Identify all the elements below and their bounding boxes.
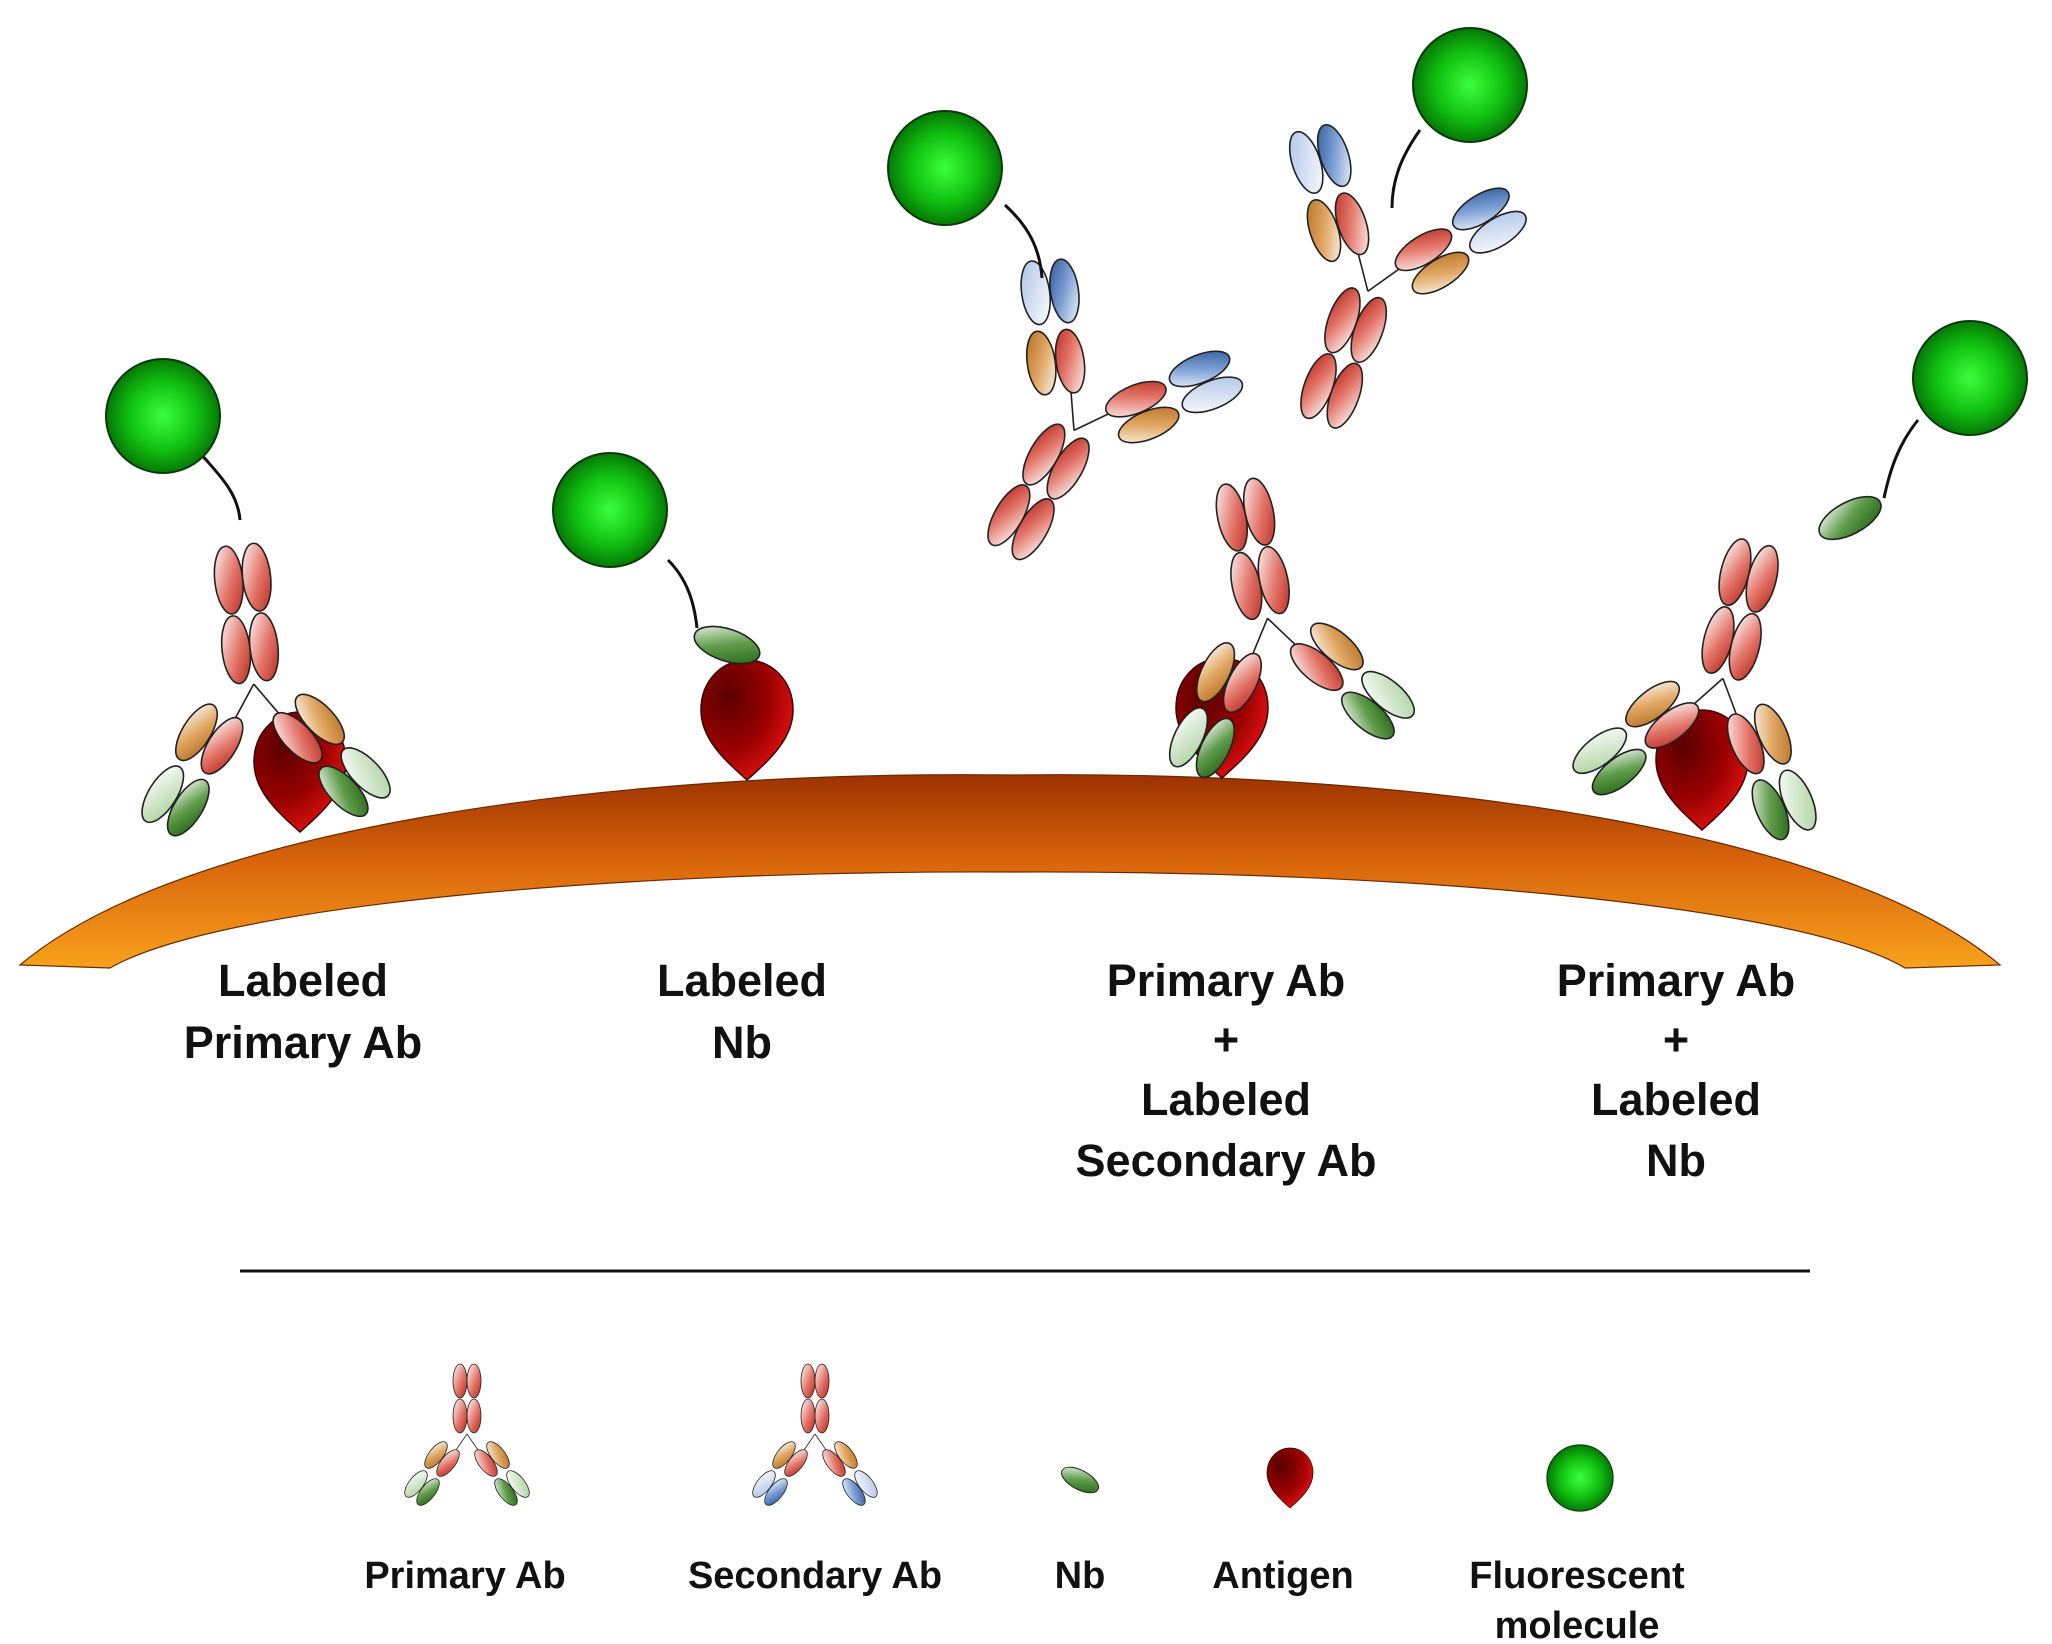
antigen-shape	[700, 659, 794, 781]
nanobody-icon	[1057, 1461, 1103, 1499]
secondary-antibody-icon	[748, 1363, 882, 1510]
fluorophore-linker	[666, 558, 699, 629]
fluorescent-molecule-icon	[1546, 1444, 1614, 1512]
secondary-antibody	[888, 233, 1265, 619]
panel-primary-plus-labeled-secondary	[887, 27, 1545, 794]
panel-label-primary-plus-nb: Primary Ab	[1557, 955, 1795, 1006]
nanobody-shape	[1811, 487, 1889, 549]
panel-label-primary-plus-nb: +	[1663, 1014, 1689, 1065]
panel-label-primary-plus-secondary: Secondary Ab	[1076, 1135, 1377, 1186]
fluorophore-linker	[1882, 419, 1920, 499]
panel-label-primary-plus-secondary: Labeled	[1141, 1074, 1311, 1125]
fluorophore-linker	[1003, 203, 1044, 279]
panel-label-labeled-primary-ab: Primary Ab	[184, 1017, 422, 1068]
legend-label-primary-ab: Primary Ab	[364, 1555, 565, 1597]
cell-surface	[18, 774, 2002, 969]
secondary-antibody	[1194, 104, 1545, 470]
primary-antibody	[1107, 452, 1430, 794]
fluorescent-molecule-icon	[552, 452, 668, 568]
legend-label-molecule: molecule	[1495, 1605, 1660, 1644]
legend-label-nb: Nb	[1055, 1555, 1106, 1597]
legend-item-primary-ab: Primary Ab	[364, 1363, 566, 1597]
fluorescent-molecule-icon	[105, 358, 221, 474]
legend-label-antigen: Antigen	[1212, 1555, 1353, 1597]
fluorescent-molecule-icon	[887, 110, 1003, 226]
panel-labeled-primary-ab	[105, 358, 403, 848]
panel-primary-plus-labeled-nb	[1557, 320, 2028, 857]
panel-label-labeled-nb: Nb	[712, 1017, 772, 1068]
primary-antibody-icon	[400, 1363, 534, 1510]
panel-label-labeled-primary-ab: Labeled	[218, 955, 388, 1006]
legend-item-antigen: Antigen	[1212, 1447, 1354, 1597]
primary-antibody	[106, 530, 403, 848]
panel-label-primary-plus-secondary: +	[1213, 1014, 1239, 1065]
panel-label-primary-plus-nb: Labeled	[1591, 1074, 1761, 1125]
legend: Primary Ab Secondary Ab Nb Antigen Fluor…	[364, 1363, 1685, 1644]
legend-item-nb: Nb	[1055, 1461, 1106, 1597]
antigen-icon	[1266, 1447, 1314, 1509]
fluorescent-molecule-icon	[1912, 320, 2028, 436]
fluorophore-linker	[1390, 129, 1422, 209]
legend-item-fluorescent-molecule: Fluorescent molecule	[1469, 1444, 1685, 1644]
panel-label-primary-plus-nb: Nb	[1646, 1135, 1706, 1186]
legend-item-secondary-ab: Secondary Ab	[688, 1363, 942, 1597]
panel-labeled-nb	[552, 452, 794, 781]
fluorescent-molecule-icon	[1412, 27, 1528, 143]
panel-label-primary-plus-secondary: Primary Ab	[1107, 955, 1345, 1006]
panel-label-labeled-nb: Labeled	[657, 955, 827, 1006]
legend-label-secondary-ab: Secondary Ab	[688, 1555, 942, 1597]
legend-label-fluorescent: Fluorescent	[1469, 1555, 1685, 1597]
